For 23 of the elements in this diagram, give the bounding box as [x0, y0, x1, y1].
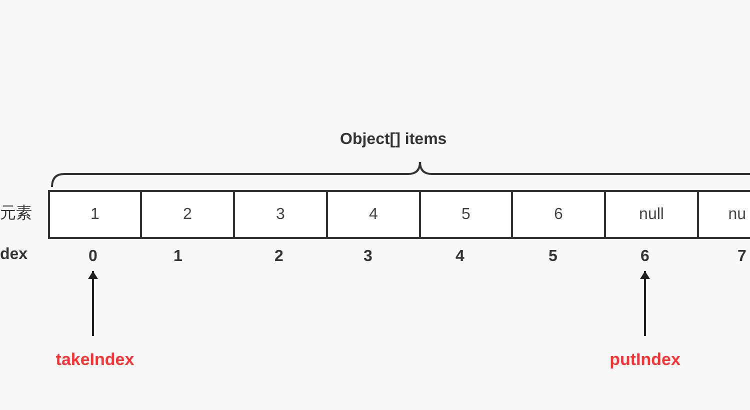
index-number: 7	[732, 246, 750, 268]
arrow	[640, 271, 650, 336]
row-label: 元素	[0, 204, 32, 224]
array-cell: null	[604, 190, 699, 239]
pointer-label: putIndex	[595, 348, 695, 372]
index-number: 0	[83, 246, 103, 268]
index-number: 6	[635, 246, 655, 268]
array-cell: 1	[48, 190, 142, 239]
array-cell: 4	[326, 190, 421, 239]
array-cell: 5	[419, 190, 513, 239]
array-cell: 6	[511, 190, 606, 239]
index-number: 2	[269, 246, 289, 268]
array-cell: nu	[697, 190, 750, 239]
bracket-label: Object[] items	[340, 131, 447, 149]
array-cell: 2	[140, 190, 235, 239]
row-label: dex	[0, 246, 28, 264]
pointer-label: takeIndex	[45, 348, 145, 372]
index-number: 4	[450, 246, 470, 268]
index-number: 1	[168, 246, 188, 268]
index-number: 5	[543, 246, 563, 268]
array-cell: 3	[233, 190, 328, 239]
index-number: 3	[358, 246, 378, 268]
arrow	[88, 271, 98, 336]
